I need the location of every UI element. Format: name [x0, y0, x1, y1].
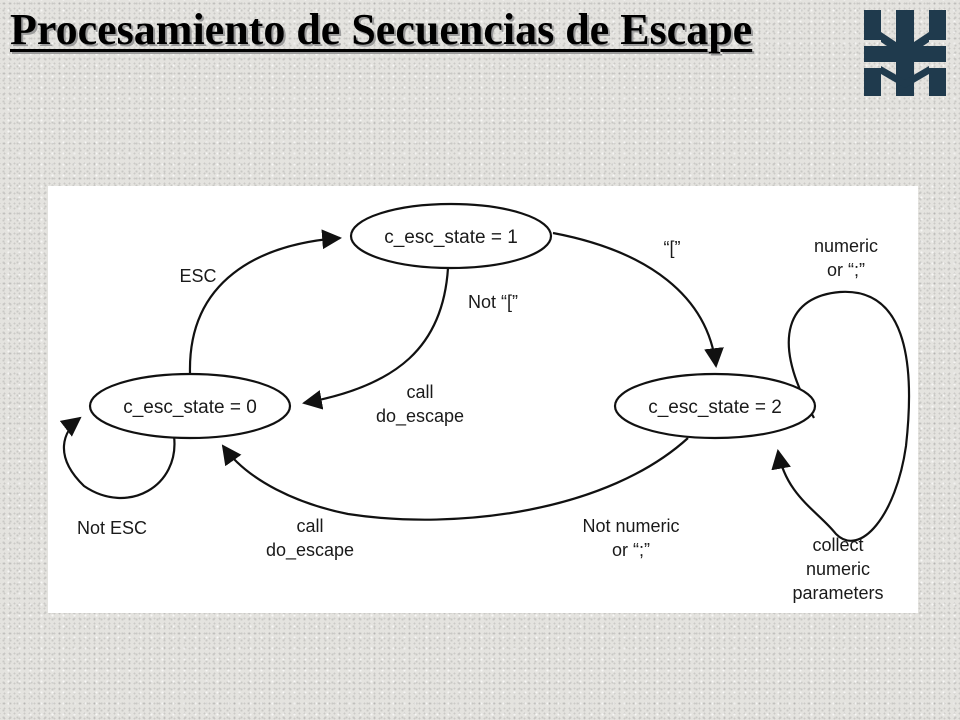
state-diagram: c_esc_state = 0 c_esc_state = 1 c_esc_st… [48, 186, 918, 613]
edge-label: call [296, 516, 323, 536]
slide-title: Procesamiento de Secuencias de Escape [10, 5, 753, 54]
edge-label: do_escape [266, 540, 354, 561]
edge-label: Not “[” [468, 292, 518, 312]
edge-not-esc [59, 416, 176, 499]
edge-label: Not ESC [77, 518, 147, 538]
edge-label: or “;” [612, 540, 650, 560]
edge-not-bracket [302, 267, 450, 410]
edge-label: parameters [792, 583, 883, 603]
state-node-0: c_esc_state = 0 [88, 372, 292, 440]
edge-esc [188, 229, 342, 374]
edge-bracket [552, 231, 724, 368]
edge-label: or “;” [827, 260, 865, 280]
state-label: c_esc_state = 0 [123, 397, 257, 418]
edge-label: “[” [664, 238, 681, 258]
edge-label: ESC [179, 266, 216, 286]
state-label: c_esc_state = 2 [648, 397, 782, 418]
edge-label: collect [812, 535, 863, 555]
edge-label: call [406, 382, 433, 402]
state-node-2: c_esc_state = 2 [613, 372, 817, 440]
edge-not-numeric [221, 437, 689, 521]
edge-label: Not numeric [582, 516, 679, 536]
edge-label: numeric [814, 236, 878, 256]
edge-label: numeric [806, 559, 870, 579]
edge-numeric-loop [771, 290, 911, 542]
edge-label: do_escape [376, 406, 464, 427]
state-node-1: c_esc_state = 1 [349, 202, 553, 270]
utn-logo-icon [864, 10, 946, 96]
state-label: c_esc_state = 1 [384, 227, 518, 248]
